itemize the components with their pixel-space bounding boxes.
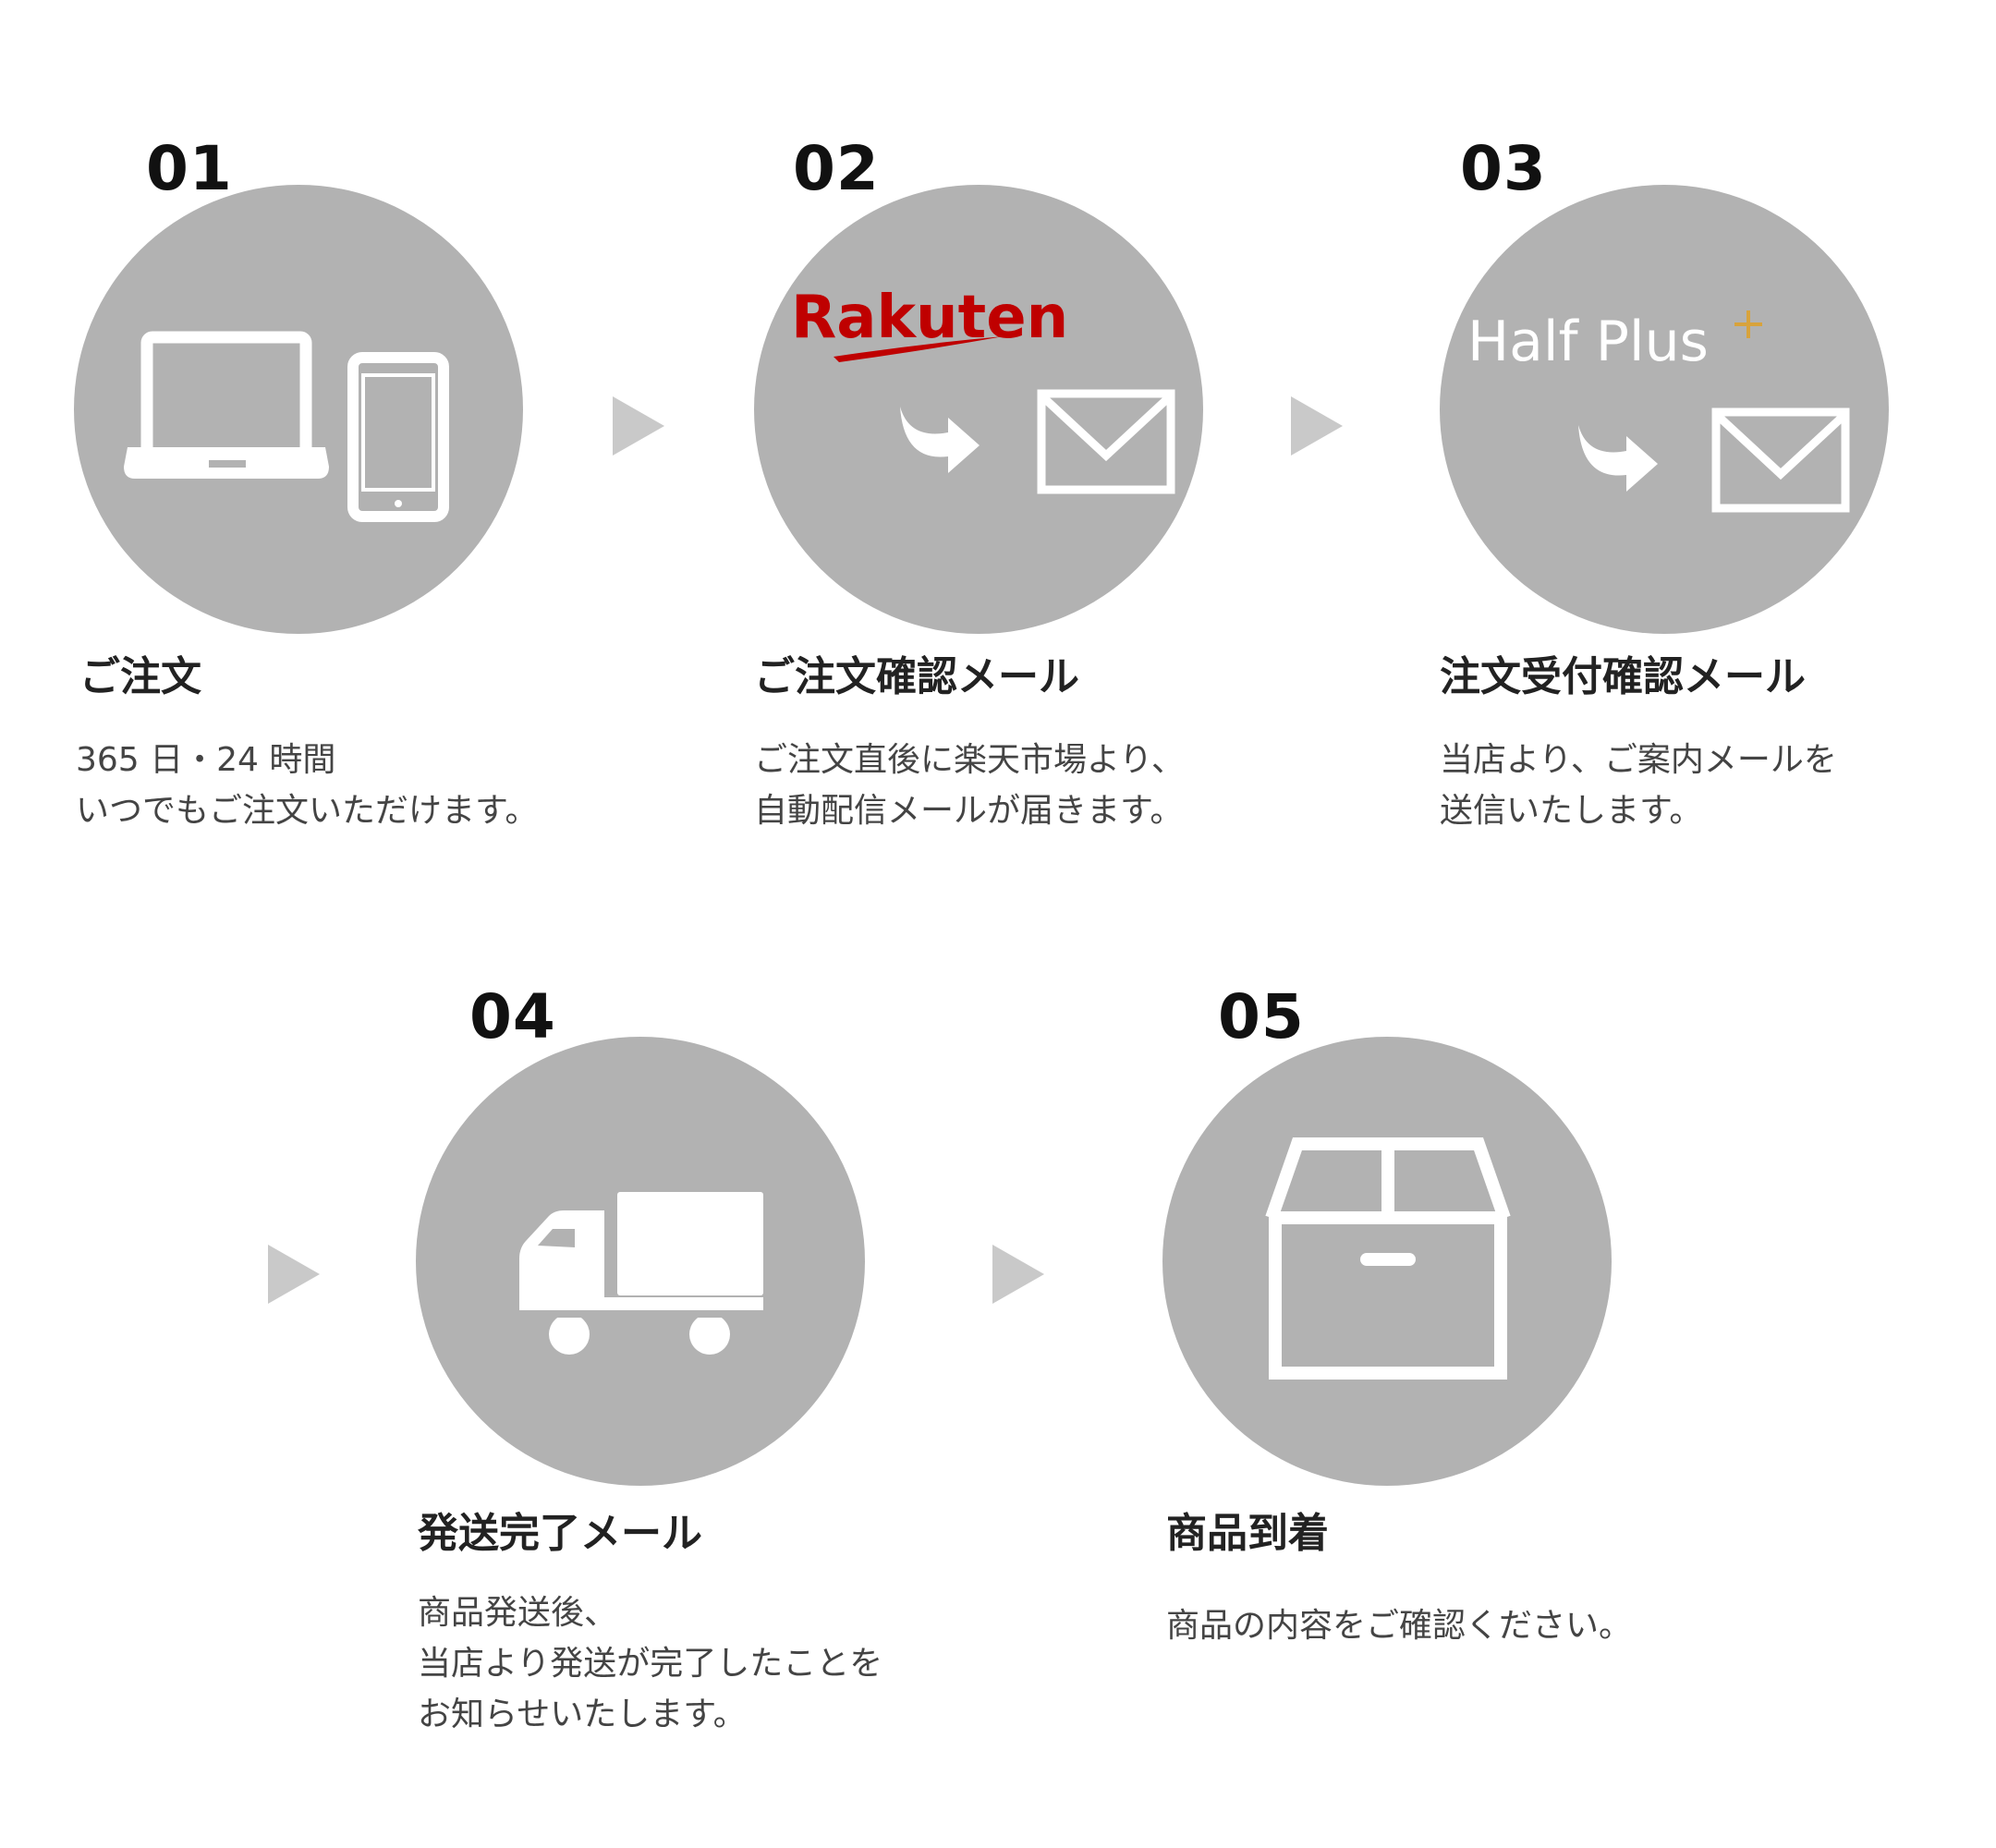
laptop-and-tablet-icon xyxy=(124,331,449,522)
envelope-icon xyxy=(1037,389,1175,494)
next-step-arrow xyxy=(613,396,664,456)
step-description: 365 日・24 時間 いつでもご注文いただけます。 xyxy=(76,735,538,836)
halfplus-mail-icon: Half Plus xyxy=(1467,310,1850,513)
step-circle: Half Plus xyxy=(1440,185,1889,634)
truck-icon xyxy=(519,1192,763,1355)
step-description-line: いつでもご注文いただけます。 xyxy=(76,792,539,830)
halfplus-logo: Half Plus xyxy=(1467,310,1709,374)
next-step-arrow xyxy=(992,1245,1044,1304)
step-description-line: 送信いたします。 xyxy=(1440,792,1703,830)
step-number: 01 xyxy=(146,133,233,204)
step-title: 商品到着 xyxy=(1166,1510,1329,1557)
step-number: 05 xyxy=(1218,981,1305,1052)
rakuten-mail-icon: Rakuten xyxy=(791,284,1175,494)
step-title: 注文受付確認メール xyxy=(1440,653,1806,700)
envelope-icon xyxy=(1711,407,1850,513)
step-description-line: 365 日・24 時間 xyxy=(76,741,336,779)
step-description: ご注文直後に楽天市場より、 自動配信メールが届きます。 xyxy=(754,735,1185,836)
step-number: 04 xyxy=(469,981,556,1052)
forward-arrow-icon xyxy=(900,407,980,473)
step-description-line: 当店より、ご案内メールを xyxy=(1440,741,1837,779)
next-step-arrow xyxy=(268,1245,320,1304)
rakuten-logo-swoosh xyxy=(834,336,1004,362)
step-circle xyxy=(74,185,523,634)
step-description-line: お知らせいたします。 xyxy=(418,1696,747,1733)
step-description-line: 商品発送後、 xyxy=(418,1594,618,1632)
step-description-line: ご注文直後に楽天市場より、 xyxy=(754,741,1185,779)
step-title: ご注文確認メール xyxy=(754,653,1079,700)
step-description-line: 当店より発送が完了したことを xyxy=(418,1645,883,1683)
next-step-arrow xyxy=(1291,396,1343,456)
step-circle: Rakuten xyxy=(754,185,1203,634)
step-title: ご注文 xyxy=(79,653,201,700)
step-description: 商品の内容をご確認ください。 xyxy=(1166,1600,1632,1651)
step-description: 商品発送後、 当店より発送が完了したことを お知らせいたします。 xyxy=(418,1587,882,1740)
step-description-line: 自動配信メールが届きます。 xyxy=(754,792,1184,830)
step-description: 当店より、ご案内メールを 送信いたします。 xyxy=(1440,735,1837,836)
step-title: 発送完了メール xyxy=(418,1510,702,1557)
step-circle xyxy=(416,1037,865,1486)
box-icon xyxy=(1265,1137,1511,1380)
plus-mark-icon xyxy=(1734,310,1762,338)
forward-arrow-icon xyxy=(1578,425,1658,492)
step-circle xyxy=(1162,1037,1612,1486)
step-description-line: 商品の内容をご確認ください。 xyxy=(1166,1607,1633,1645)
step-number: 03 xyxy=(1460,133,1547,204)
rakuten-logo: Rakuten xyxy=(791,284,1068,352)
step-number: 02 xyxy=(793,133,880,204)
